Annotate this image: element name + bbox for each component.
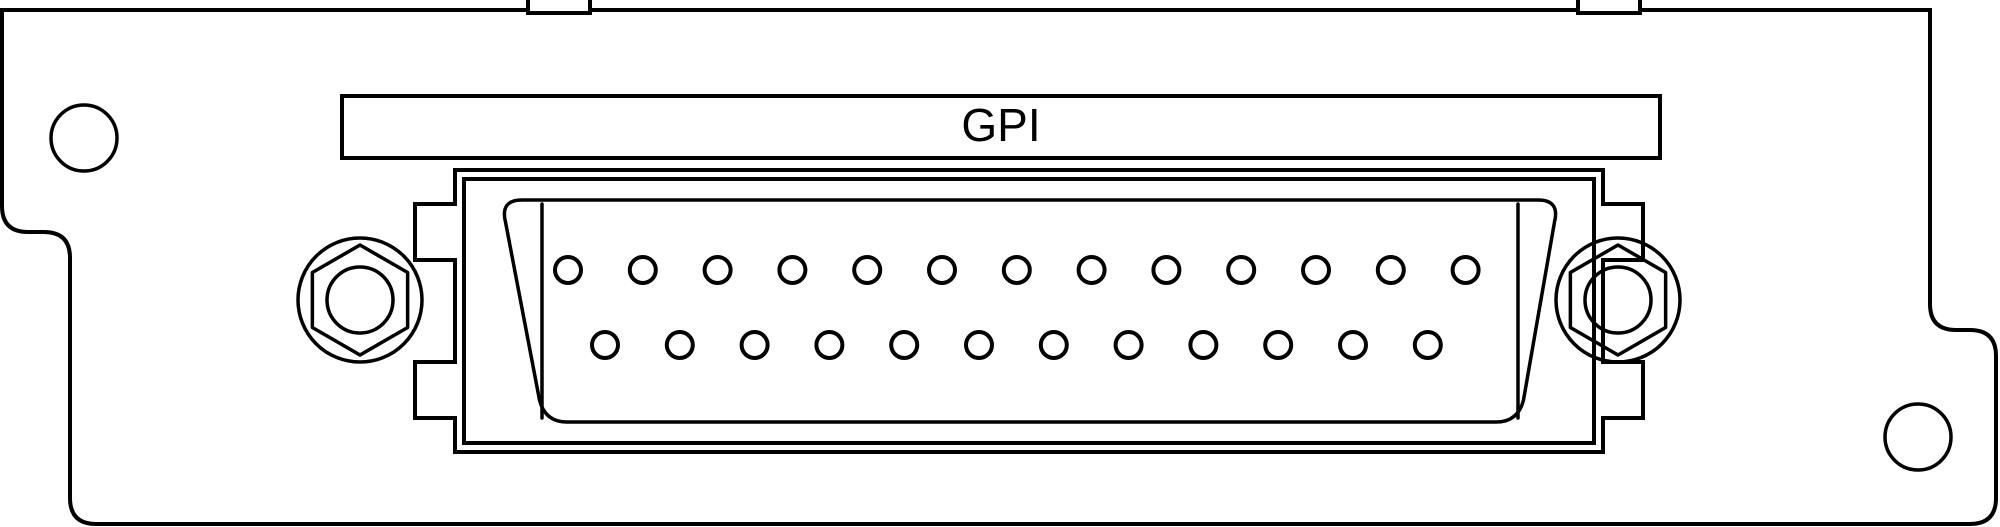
connector-pin: [852, 255, 883, 285]
connector-pin: [664, 330, 695, 360]
connector-pin: [814, 330, 845, 360]
connector-pin: [702, 255, 733, 285]
gpi-label-bar: [340, 94, 1662, 160]
connector-pin: [1151, 255, 1182, 285]
pin-row-top: [553, 255, 1481, 285]
d-shell-group: [502, 198, 1558, 424]
mounting-tab-right: [1576, 0, 1642, 15]
jackscrew-hole-left: [325, 265, 395, 335]
screw-hole-left: [49, 103, 119, 173]
connector-pin: [590, 330, 620, 360]
connector-mounting-frame-inner-line: [462, 177, 1596, 445]
connector-pin: [739, 330, 770, 360]
connector-pin: [1076, 255, 1107, 285]
d-shell-trapezoid: [502, 198, 1558, 424]
connector-pin: [889, 330, 920, 360]
connector-pin: [1375, 255, 1406, 285]
mounting-tab-left: [526, 0, 592, 15]
connector-pin: [964, 330, 994, 360]
screw-holes-group: [49, 103, 1953, 472]
connector-pin: [1038, 330, 1069, 360]
connector-pin: [1338, 330, 1368, 360]
connector-pin: [627, 255, 658, 285]
mounting-tabs-group: [526, 0, 1642, 15]
jackscrew-hex-nut-left: [310, 243, 410, 357]
connector-pin: [1188, 330, 1219, 360]
connector-pin: [1226, 255, 1257, 285]
connector-pin: [553, 255, 583, 285]
jackscrews-group: [296, 236, 1682, 364]
connector-pin: [1001, 255, 1032, 285]
screw-hole-right: [1883, 402, 1953, 472]
connector-pin: [1263, 330, 1294, 360]
connector-pin: [1450, 255, 1481, 285]
gpi-label-bar-group: GPI: [340, 94, 1662, 160]
jackscrew-hole-right: [1583, 265, 1653, 335]
connector-pin: [1301, 255, 1331, 285]
connector-pin: [777, 255, 808, 285]
connector-pin: [927, 255, 957, 285]
jackscrew-boss-right: [1554, 236, 1682, 364]
gpi-label-text: GPI: [961, 99, 1040, 151]
connector-pin: [1113, 330, 1144, 360]
d-shell-inner-wall: [540, 202, 1520, 420]
jackscrew-hex-nut-right: [1568, 243, 1668, 357]
jackscrew-boss-left: [296, 236, 424, 364]
pin-row-bottom: [590, 330, 1443, 360]
connector-pin: [1412, 330, 1443, 360]
